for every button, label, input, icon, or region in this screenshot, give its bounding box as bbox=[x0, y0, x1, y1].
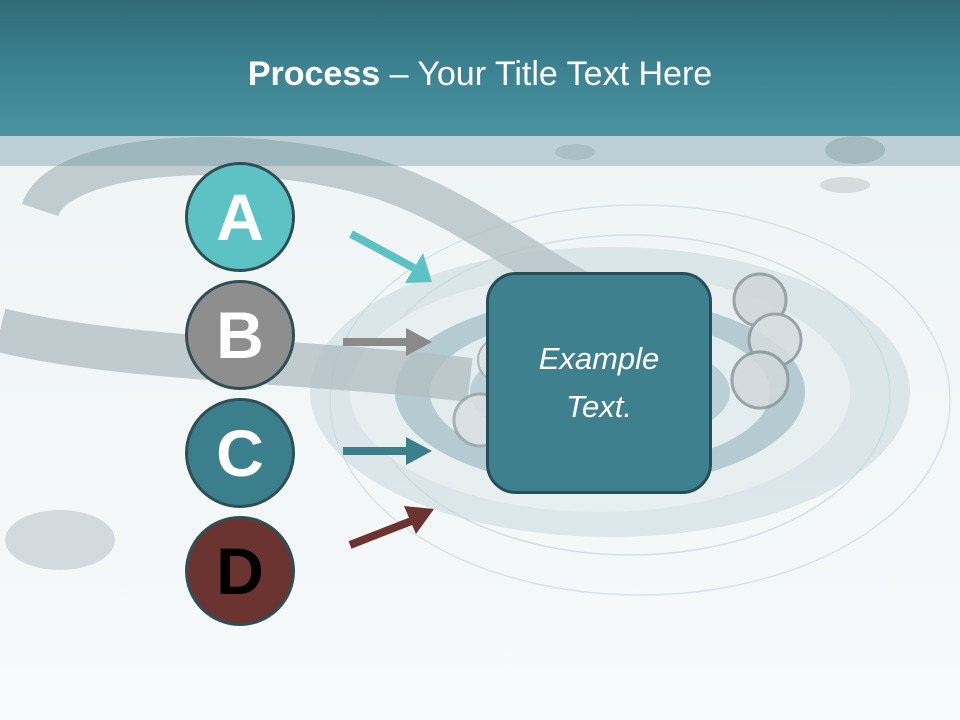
step-letter-d: D bbox=[216, 534, 264, 608]
arrow-b bbox=[343, 328, 432, 356]
arrow-d bbox=[348, 506, 434, 549]
step-circle-a: A bbox=[185, 162, 295, 272]
step-circle-b: B bbox=[185, 280, 295, 390]
step-letter-a: A bbox=[216, 180, 264, 254]
example-text: Example Text. bbox=[538, 341, 660, 424]
step-circle-c: C bbox=[185, 398, 295, 508]
step-letter-c: C bbox=[216, 416, 264, 490]
title-rest: – Your Title Text Here bbox=[380, 55, 713, 93]
slide-title: Process – Your Title Text Here bbox=[0, 52, 960, 96]
title-bold: Process bbox=[247, 55, 381, 93]
title-bar bbox=[0, 0, 960, 136]
step-circle-d: D bbox=[185, 516, 295, 626]
arrow-a bbox=[349, 230, 432, 283]
step-letter-b: B bbox=[216, 298, 264, 372]
header-shadow-band bbox=[0, 136, 960, 166]
arrow-c bbox=[343, 437, 432, 465]
example-text-box[interactable]: Example Text. bbox=[486, 272, 712, 494]
